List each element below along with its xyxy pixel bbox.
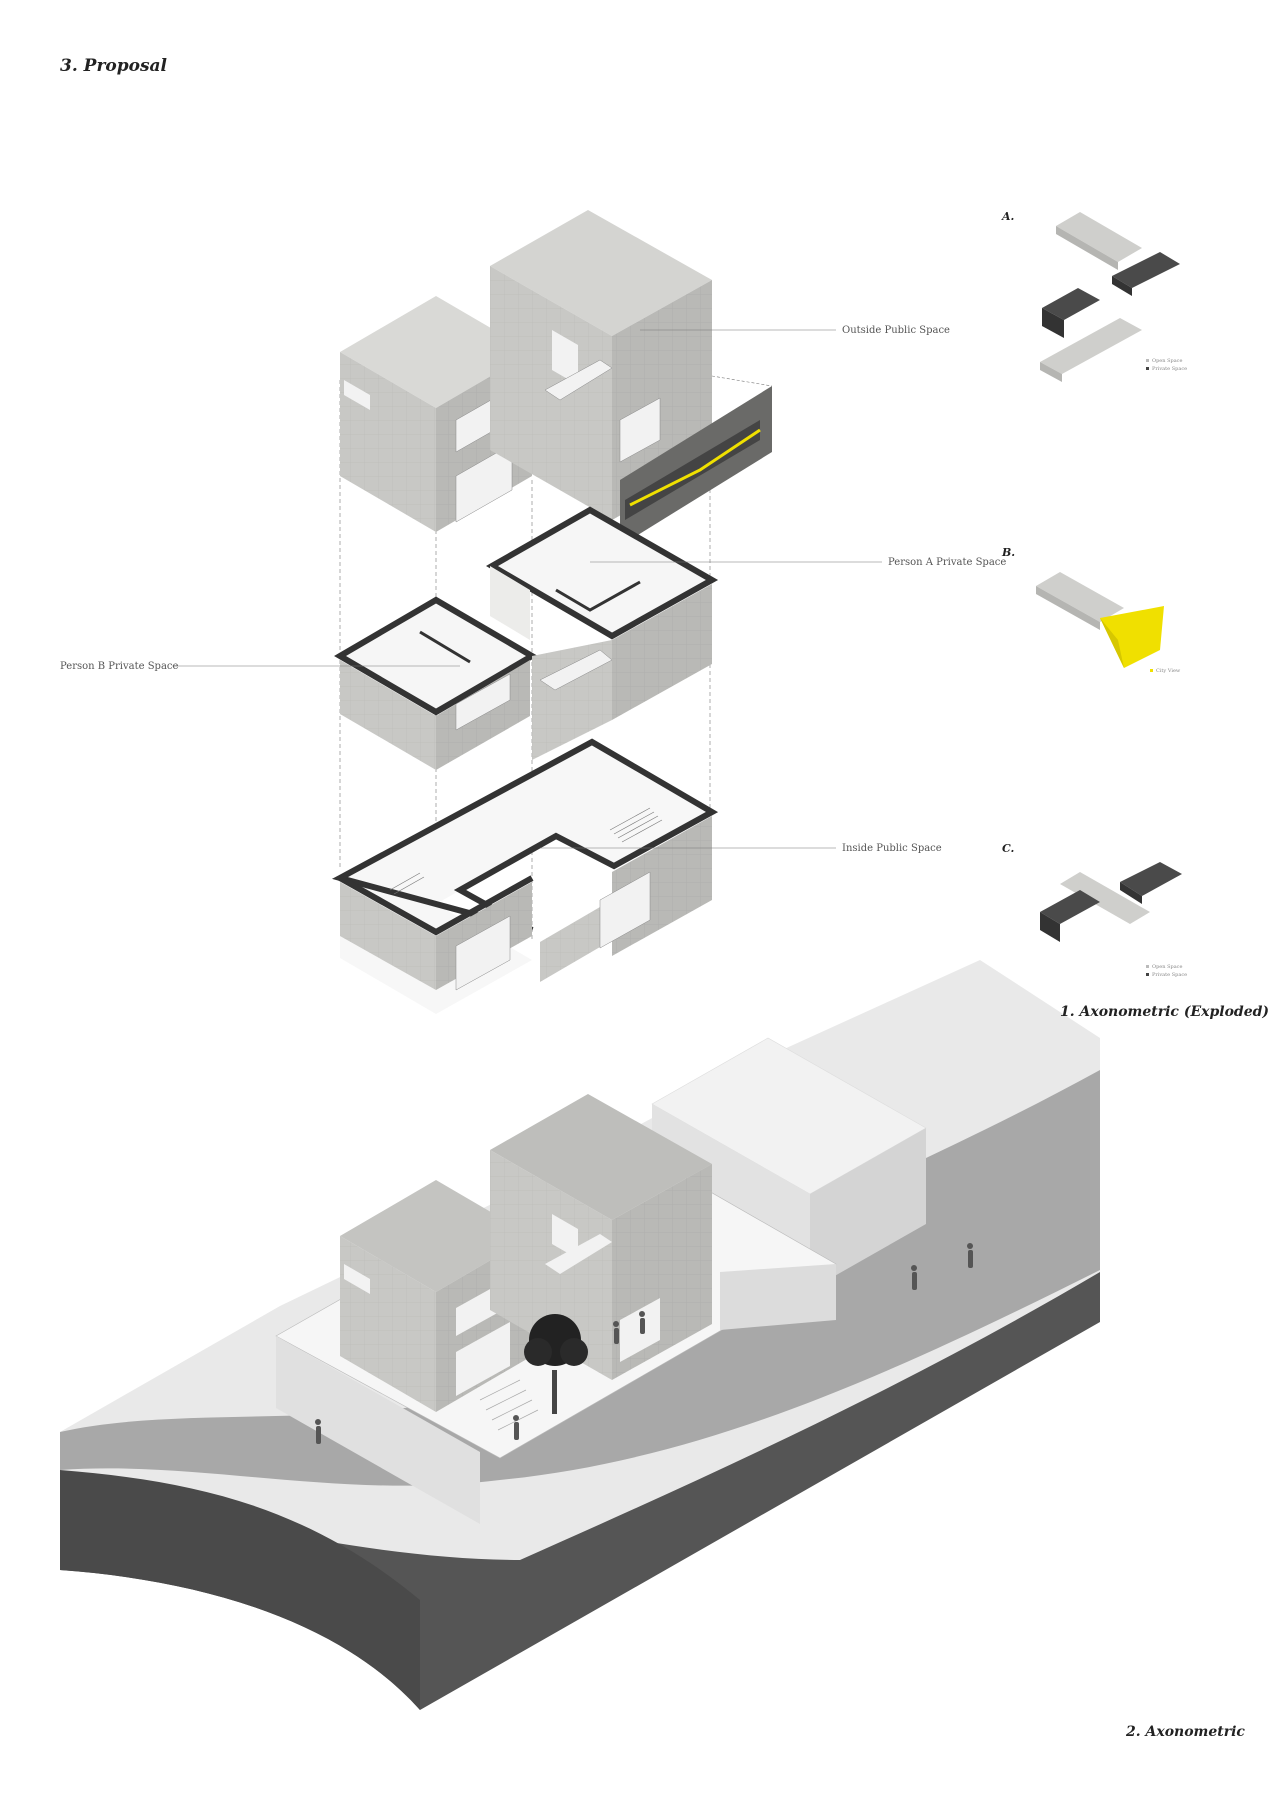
- inset-a-legend-open: Open Space: [1152, 358, 1183, 364]
- middle-block-private: [334, 506, 719, 770]
- page-title: 3. Proposal: [60, 56, 168, 76]
- tree: [524, 1314, 588, 1414]
- label-person-b-private-space: Person B Private Space: [60, 661, 179, 672]
- caption-exploded-axonometric: 1. Axonometric (Exploded): [1060, 1004, 1270, 1020]
- inset-c-letter: C.: [1002, 842, 1015, 855]
- inset-b-diagram: [1036, 572, 1164, 672]
- inset-c-diagram: [1040, 862, 1182, 976]
- inset-b-letter: B.: [1002, 546, 1016, 559]
- inset-b-legend-city-view: City View: [1156, 668, 1181, 674]
- site-axonometric: [60, 960, 1100, 1710]
- leader-lines: [172, 329, 882, 849]
- label-outside-public-space: Outside Public Space: [842, 325, 950, 336]
- inset-c-legend-private: Private Space: [1152, 972, 1188, 978]
- label-person-a-private-space: Person A Private Space: [888, 557, 1007, 568]
- inset-c-legend-open: Open Space: [1152, 964, 1183, 970]
- top-block-outside-public: [340, 210, 773, 546]
- caption-axonometric: 2. Axonometric: [1126, 1724, 1245, 1740]
- label-inside-public-space: Inside Public Space: [842, 843, 942, 854]
- bottom-block-inside-public: [331, 738, 719, 1014]
- inset-a-diagram: [1040, 212, 1180, 382]
- inset-a-legend-private: Private Space: [1152, 366, 1188, 372]
- people-figures: [315, 1243, 973, 1444]
- inset-a-letter: A.: [1002, 210, 1015, 223]
